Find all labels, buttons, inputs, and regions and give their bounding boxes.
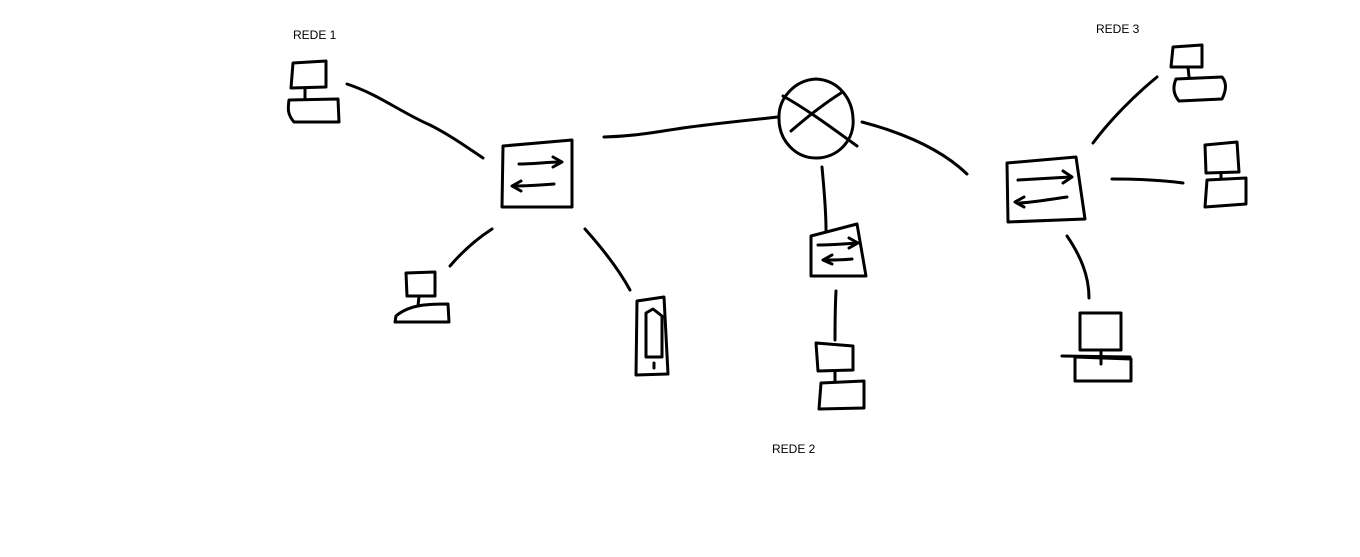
link-switch-rede1-computer-rede1-bottom bbox=[448, 227, 494, 268]
computer-icon-rede-3-bottom bbox=[1060, 311, 1133, 383]
link-switch-rede3-computer-rede3-top bbox=[1091, 75, 1159, 145]
computer-icon-rede-3-top bbox=[1169, 43, 1227, 103]
link-switch-rede1-router bbox=[602, 115, 780, 139]
switch-icon-rede-1 bbox=[500, 138, 574, 209]
link-router-switch-rede3 bbox=[860, 120, 969, 176]
link-switch-rede3-computer-rede3-bottom bbox=[1065, 234, 1091, 300]
link-switch-rede3-computer-rede3-right bbox=[1110, 177, 1185, 185]
phone-icon-rede-1 bbox=[634, 295, 670, 377]
computer-icon-rede-1-bottom bbox=[393, 270, 451, 324]
computer-icon-rede-1-top bbox=[286, 59, 341, 124]
label-rede-3: REDE 3 bbox=[1096, 22, 1140, 36]
router-icon bbox=[777, 77, 859, 160]
switch-icon-rede-2 bbox=[809, 222, 868, 278]
computer-icon-rede-2 bbox=[814, 341, 866, 411]
label-rede-1: REDE 1 bbox=[293, 28, 337, 42]
computer-icon-rede-3-right bbox=[1203, 140, 1248, 209]
connection-lines bbox=[345, 75, 1185, 342]
switch-icon-rede-3 bbox=[1005, 155, 1087, 224]
link-router-switch-rede2 bbox=[820, 165, 828, 232]
link-switch-rede2-computer-rede2 bbox=[833, 289, 838, 342]
link-computer-rede1-top-switch-rede1 bbox=[345, 82, 485, 160]
link-switch-rede1-phone-rede1 bbox=[583, 227, 632, 292]
label-rede-2: REDE 2 bbox=[772, 442, 816, 456]
